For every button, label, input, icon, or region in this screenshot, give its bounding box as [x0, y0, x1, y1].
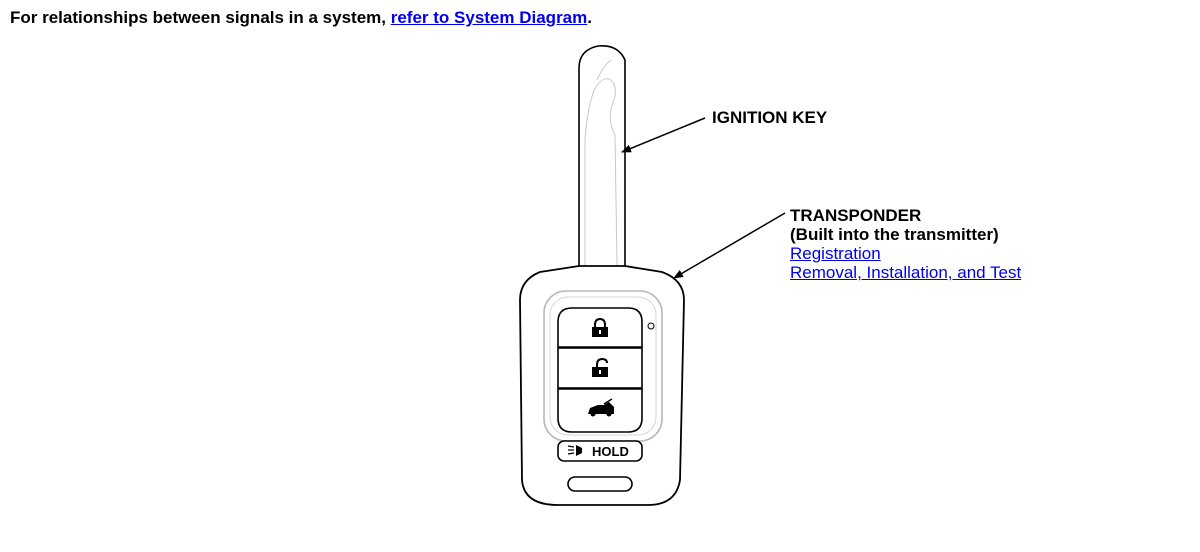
- unlock-icon: [592, 357, 608, 377]
- intro-text-after: .: [587, 8, 592, 27]
- hold-button: HOLD: [557, 440, 643, 462]
- hold-label: HOLD: [592, 444, 629, 459]
- intro-text: For relationships between signals in a s…: [10, 8, 592, 28]
- transponder-subtitle: (Built into the transmitter): [790, 225, 999, 244]
- key-ring-slot: [567, 476, 633, 492]
- ignition-key-label: IGNITION KEY: [712, 108, 828, 127]
- light-beam-icon: [567, 445, 582, 456]
- transponder-title: TRANSPONDER: [790, 206, 922, 225]
- transponder-leader-line: [673, 212, 786, 279]
- key-blade: [578, 44, 626, 270]
- remote-buttons: [557, 307, 643, 433]
- registration-link[interactable]: Registration: [790, 244, 881, 263]
- system-diagram-link[interactable]: refer to System Diagram: [390, 8, 588, 27]
- intro-text-before: For relationships between signals in a s…: [10, 8, 391, 27]
- tailgate-icon: [588, 398, 614, 417]
- removal-installation-test-link[interactable]: Removal, Installation, and Test: [790, 263, 1022, 282]
- lock-icon: [592, 317, 608, 337]
- transponder-callout: TRANSPONDER (Built into the transmitter)…: [790, 206, 1021, 282]
- ignition-key-leader-line: [621, 117, 706, 153]
